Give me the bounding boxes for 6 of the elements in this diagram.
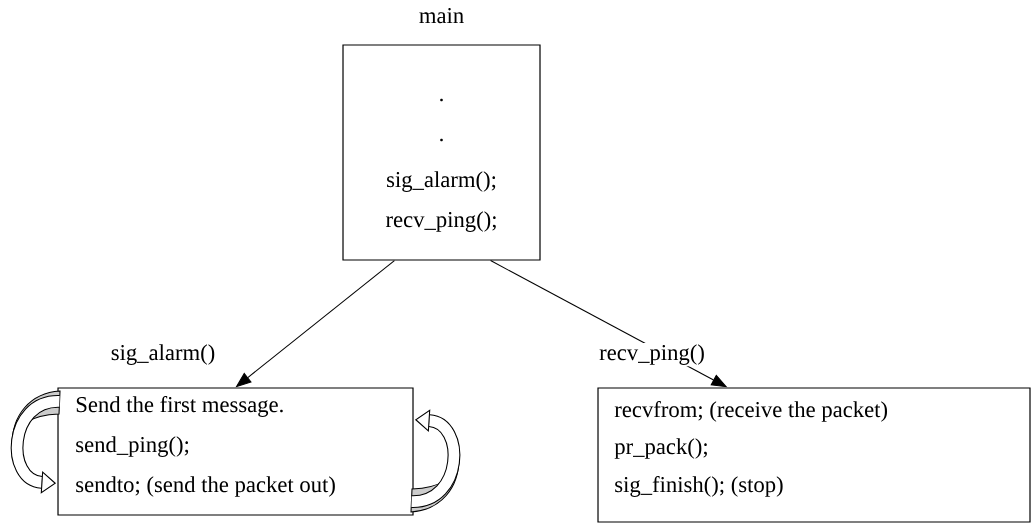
edge-label: recv_ping(): [597, 342, 707, 367]
code-box: main . . sig_alarm(); recv_ping();: [342, 8, 541, 261]
edge-label: sig_alarm(): [109, 342, 217, 367]
code-box: Send the first message. send_ping(); sendto; (send the packet out): [57, 387, 414, 516]
code-box: recvfrom; (receive the packet) pr_pack(); sig_finish(); (stop): [597, 387, 1031, 523]
node-label: main: [419, 7, 464, 24]
